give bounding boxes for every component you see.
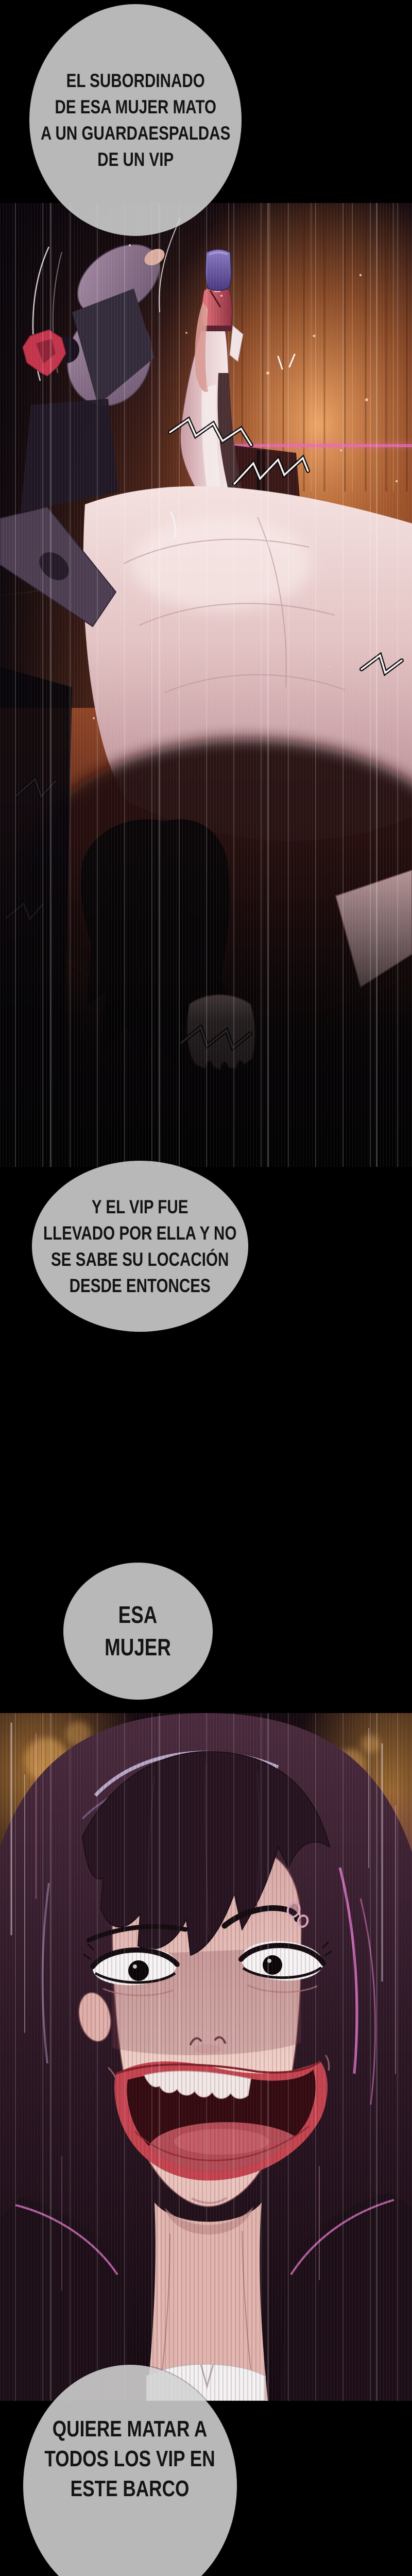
- nose: [190, 2036, 226, 2045]
- upper-teeth: [143, 2071, 251, 2099]
- shirt-folds: [123, 517, 346, 693]
- right-pupil: [263, 1955, 282, 1975]
- narration-bubble-2: Y EL VIP FUE LLEVADO POR ELLA Y NO SE SA…: [32, 1161, 248, 1332]
- neck: [147, 2202, 268, 2401]
- narration-bubble-1-text: EL SUBORDINADO DE ESA MUJER MATO A UN GU…: [41, 67, 230, 173]
- purple-bob-hair: [205, 249, 232, 291]
- smiling-woman-illustration: [0, 1713, 412, 2401]
- dark-hand: [39, 552, 69, 581]
- bubble-line: LLEVADO POR ELLA Y NO: [43, 1223, 237, 1244]
- jacket-collar-line: [209, 290, 221, 308]
- bubble-line: DESDE ENTONCES: [69, 1275, 211, 1296]
- hair-lock-right: [281, 2192, 412, 2401]
- narration-bubble-4-text: QUIERE MATAR A TODOS LOS VIP EN ESTE BAR…: [45, 2414, 215, 2504]
- waist-sash: [229, 325, 244, 362]
- smile-creases: [107, 2055, 330, 2080]
- ember-dots: [93, 244, 398, 719]
- chin-crease: [191, 2197, 228, 2204]
- bubble-line: ESTE BARCO: [71, 2476, 190, 2501]
- collar-v-line: [200, 2364, 214, 2389]
- ear: [78, 1992, 111, 2042]
- hair-lock-right-rim: [290, 2199, 394, 2276]
- narration-bubble-2-text: Y EL VIP FUE LLEVADO POR ELLA Y NO SE SA…: [43, 1194, 237, 1299]
- bright-rain-streaks: [10, 1722, 396, 2291]
- nose-shadow: [195, 2044, 221, 2054]
- standing-woman-figure: [180, 249, 244, 493]
- waistband: [202, 326, 232, 331]
- left-eyebrow: [86, 1924, 188, 1943]
- left-pupil: [128, 1960, 149, 1981]
- bubble-line: MUJER: [105, 1634, 171, 1660]
- bubble-line: QUIERE MATAR A: [53, 2416, 208, 2442]
- woman-arm: [195, 302, 208, 392]
- blood-core: [36, 339, 56, 364]
- panel-rain-murder-scene: [0, 203, 412, 1167]
- bottom-fade: [0, 842, 412, 1167]
- upper-lip-line: [115, 2060, 321, 2075]
- neon-pink-strip: [227, 444, 412, 447]
- bubble-line: DE ESA MUJER MATO: [55, 96, 216, 117]
- left-eye: [83, 1943, 180, 1996]
- right-eye: [238, 1941, 332, 1993]
- rain-scene-illustration: [0, 203, 412, 1167]
- suit-vest: [72, 289, 154, 405]
- bubble-line: TODOS LOS VIP EN: [44, 2446, 216, 2471]
- bubble-line: EL SUBORDINADO: [66, 70, 205, 91]
- shirt-highlight: [131, 516, 312, 611]
- panel-smiling-woman: [0, 1713, 412, 2401]
- narration-bubble-3: ESA MUJER: [63, 1563, 213, 1700]
- eyebrow-piercing: [286, 1902, 309, 1928]
- suit-legs: [21, 399, 118, 512]
- right-eyebrow: [221, 1905, 300, 1929]
- skirt-slit-shadow: [217, 373, 242, 492]
- narration-bubble-1: EL SUBORDINADO DE ESA MUJER MATO A UN GU…: [29, 4, 242, 236]
- hand: [144, 248, 165, 266]
- hair-lock-left-rim: [15, 2204, 118, 2276]
- hair-shine: [209, 251, 228, 256]
- chin-shadow-on-neck: [165, 2207, 253, 2235]
- falling-bodyguard-figure: [21, 218, 181, 512]
- bubble-line: ESA: [118, 1601, 158, 1628]
- narration-bubble-3-text: ESA MUJER: [105, 1599, 171, 1664]
- lower-lip-line: [134, 2125, 310, 2161]
- smiling-mouth: [107, 2055, 330, 2181]
- bubble-line: SE SABE SU LOCACIÓN: [51, 1249, 229, 1270]
- bubble-line: A UN GUARDAESPALDAS: [40, 123, 231, 144]
- skirt-highlight: [201, 384, 221, 492]
- hair-lock-left: [0, 2197, 129, 2401]
- bubble-line: DE UN VIP: [97, 149, 174, 170]
- bang-strands: [148, 1761, 260, 1935]
- narration-bubble-4: QUIERE MATAR A TODOS LOS VIP EN ESTE BAR…: [23, 2365, 237, 2576]
- bubble-line: Y EL VIP FUE: [92, 1196, 188, 1217]
